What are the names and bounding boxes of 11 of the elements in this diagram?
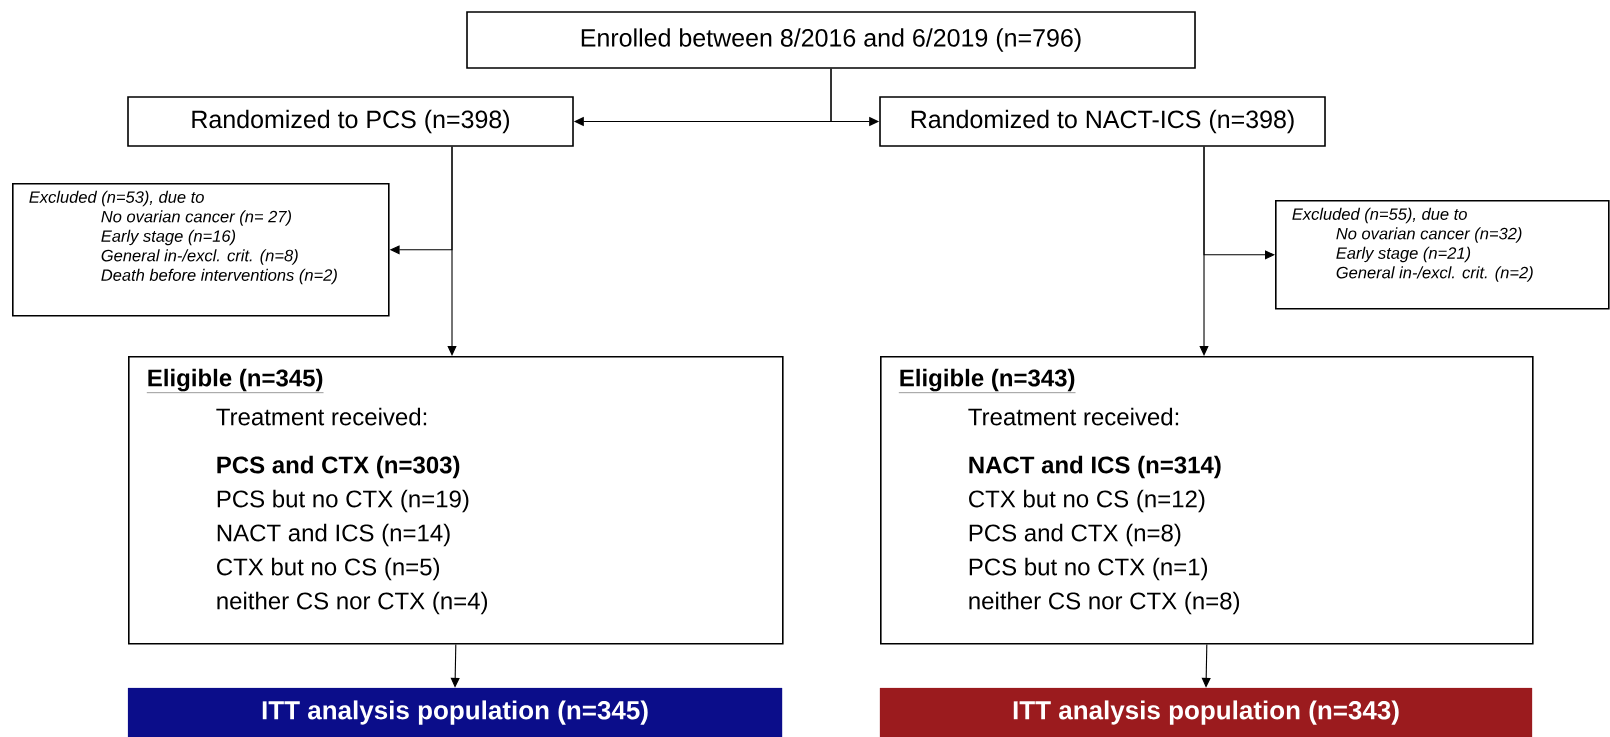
eligibility-box: Eligible (n=343) Treatment received: NACT and ICS (n=314) CTX but no CS (n=12) PCS and CTX (n=8) PCS but no CTX (n=1) neither CS nor CTX (n=8) xyxy=(880,356,1534,645)
process-box: Randomized to PCS (n=398) xyxy=(127,96,574,147)
exclusion-box: Excluded (n=53), due to No ovarian cancer (n= 27) Early stage (n=16) General in-/excl. crit. (n=8) Death before interventions (n=2) xyxy=(12,183,390,317)
population-banner: ITT analysis population (n=345) xyxy=(127,687,783,737)
eligibility-box: Eligible (n=345) Treatment received: PCS and CTX (n=303) PCS but no CTX (n=19) NACT and ICS (n=14) CTX but no CS (n=5) neither CS nor CTX (n=4) xyxy=(128,356,784,645)
exclusion-box: Excluded (n=55), due to No ovarian cancer (n=32) Early stage (n=21) General in-/excl. crit. (n=2) xyxy=(1275,200,1610,310)
arrow xyxy=(447,146,457,356)
population-banner: ITT analysis population (n=343) xyxy=(879,687,1533,737)
process-box: Randomized to NACT-ICS (n=398) xyxy=(879,96,1326,147)
arrow xyxy=(1199,146,1209,356)
process-box: Enrolled between 8/2016 and 6/2019 (n=796) xyxy=(466,11,1196,69)
